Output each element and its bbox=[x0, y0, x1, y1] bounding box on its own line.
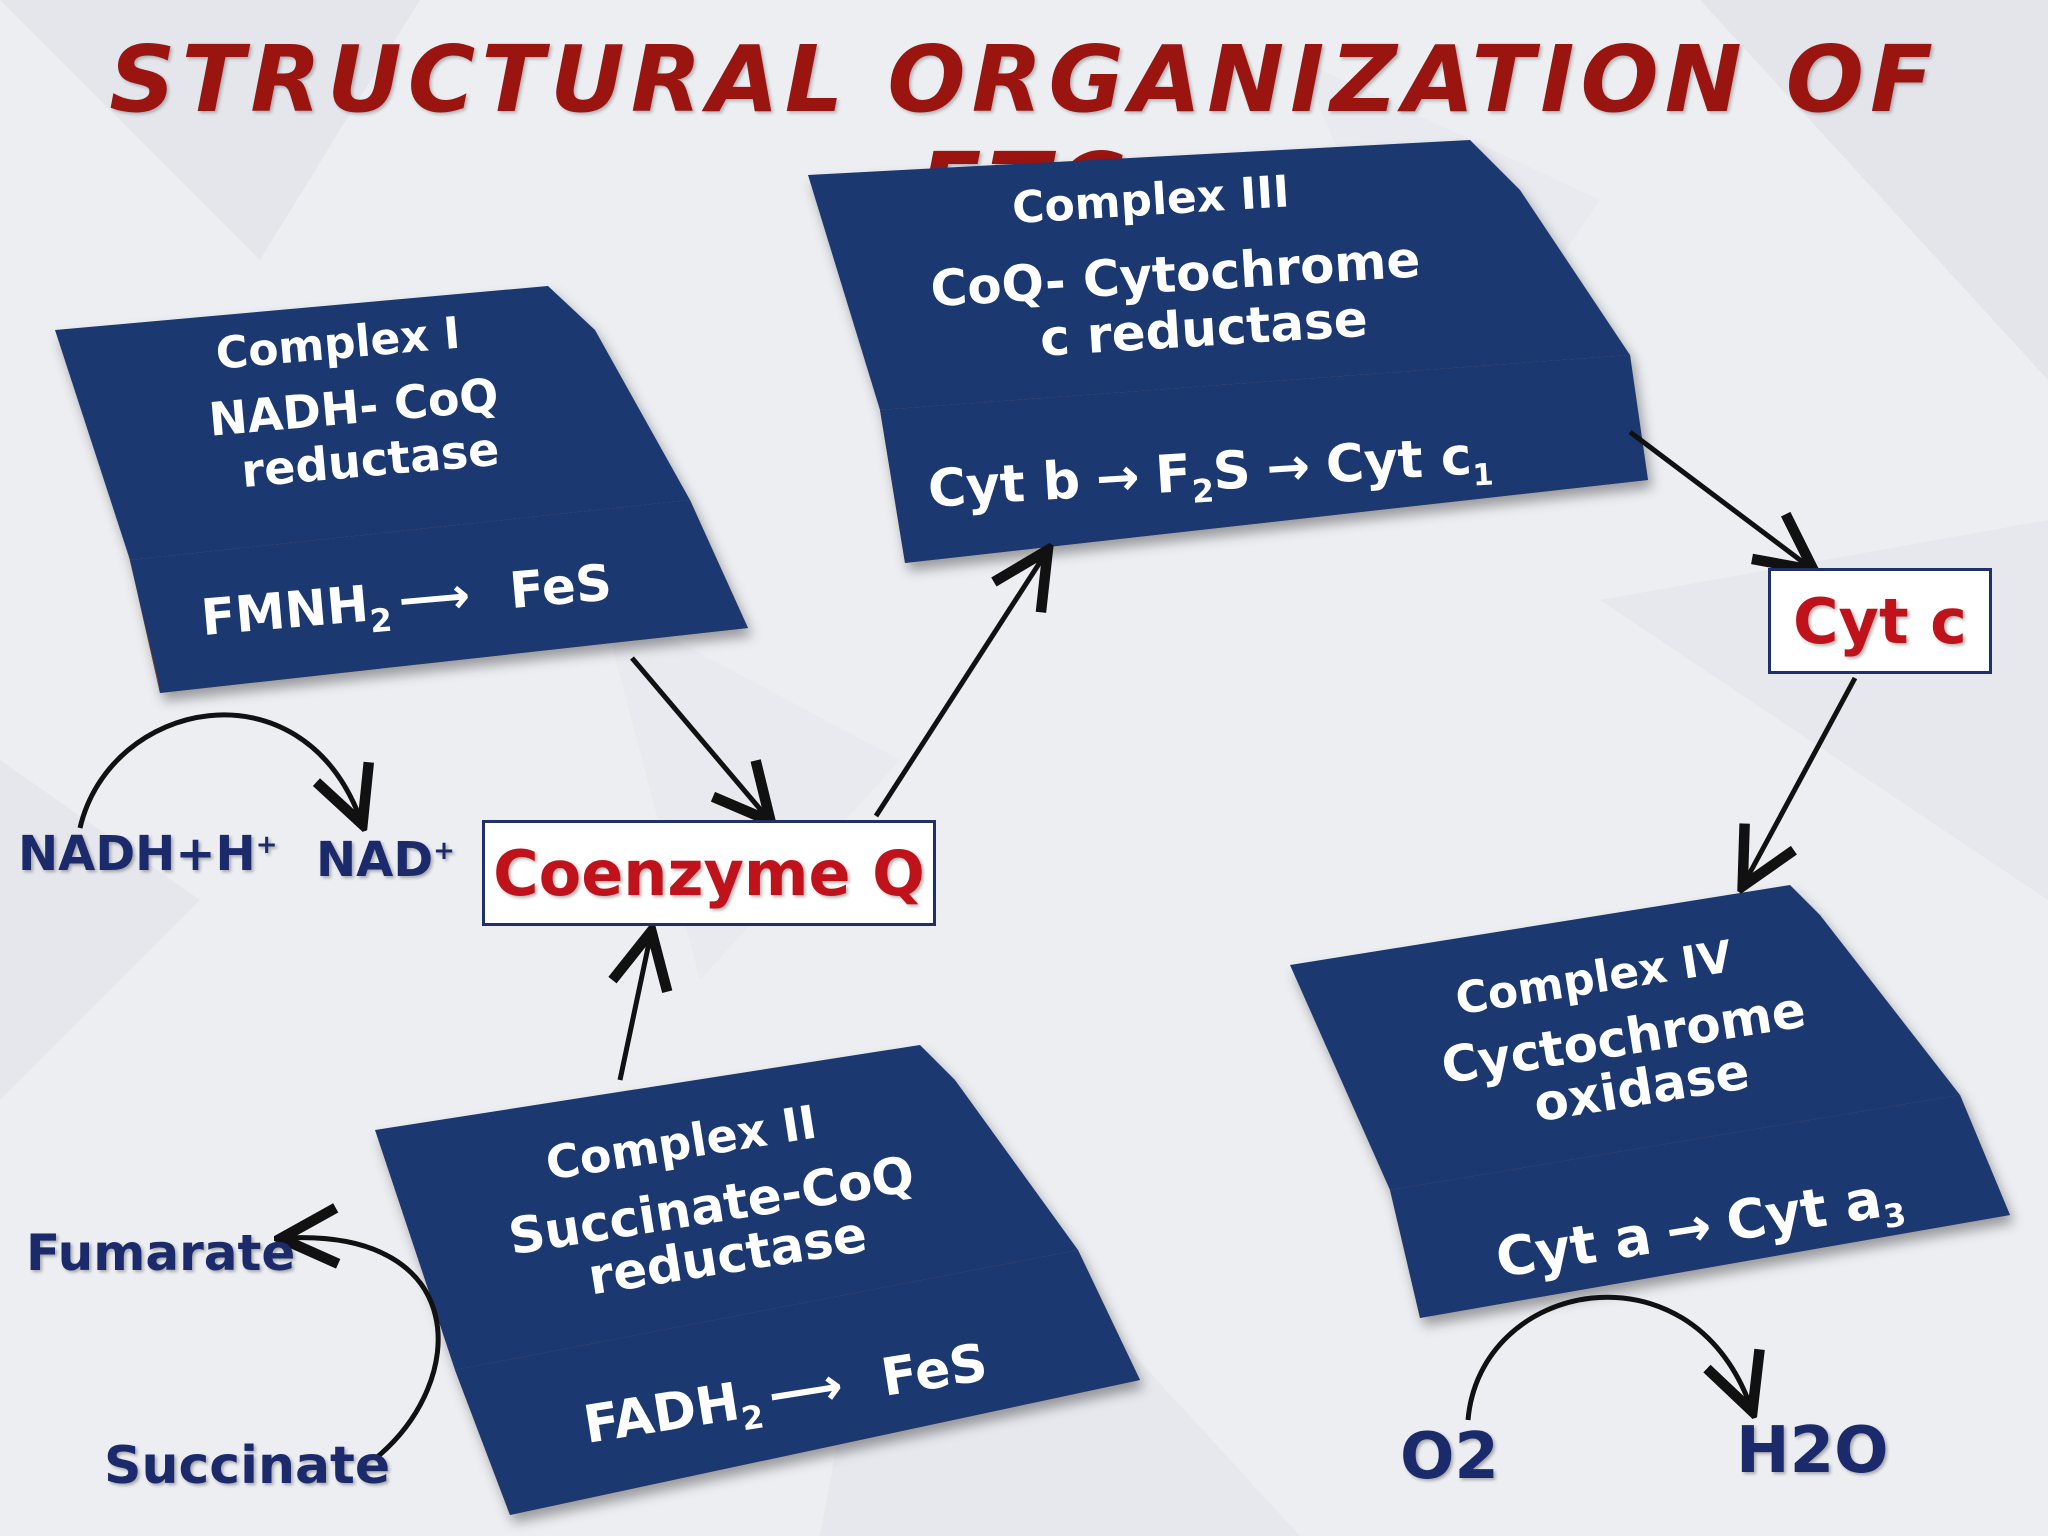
complex-4-card bbox=[1290, 885, 2010, 1318]
complex-4-chain-arrow: → bbox=[1661, 1194, 1716, 1263]
arrow-complex1-to-coq bbox=[630, 656, 766, 816]
complex-3-chain-arrow-1: → bbox=[1094, 447, 1141, 510]
complex-3-chain: Cyt b→F2S→Cyt c1 bbox=[926, 425, 1494, 526]
o2-label: O2 bbox=[1400, 1420, 1499, 1494]
complex-3-chain-c-sub: 1 bbox=[1472, 457, 1495, 493]
complex-2-card bbox=[375, 1045, 1140, 1515]
arrow-o2-to-h2o bbox=[1465, 1294, 1750, 1420]
complex-1-chain-start-sub: 2 bbox=[368, 601, 393, 641]
nad-label: NAD+ bbox=[316, 832, 455, 888]
complex-3-card bbox=[808, 140, 1648, 563]
fumarate-label: Fumarate bbox=[26, 1224, 296, 1282]
coenzyme-q-box: Coenzyme Q bbox=[482, 820, 936, 926]
arrow-complex3-to-cytc bbox=[1628, 430, 1808, 566]
complex-3-chain-arrow-2: → bbox=[1265, 437, 1312, 500]
complex-3-chain-b-rest: S bbox=[1211, 440, 1252, 502]
complex-2-chain-arrow: ⟶ bbox=[764, 1356, 847, 1427]
complex-3-chain-b: F bbox=[1154, 444, 1193, 506]
complex-1-card bbox=[55, 286, 748, 693]
arrow-complex2-to-coq bbox=[620, 938, 650, 1081]
complex-1-chain-arrow: ⟶ bbox=[396, 566, 472, 630]
arrow-coq-to-complex3 bbox=[873, 556, 1044, 818]
arrow-cytc-to-complex4 bbox=[1746, 676, 1858, 880]
h2o-label: H2O bbox=[1736, 1414, 1889, 1488]
coenzyme-q-label: Coenzyme Q bbox=[493, 836, 925, 910]
nad-charge: + bbox=[433, 836, 455, 866]
cyt-c-box: Cyt c bbox=[1768, 568, 1992, 674]
arrow-succinate-to-fumarate bbox=[288, 1238, 441, 1460]
nadh-label: NADH+H+ bbox=[18, 826, 278, 882]
complex-1-chain-end: FeS bbox=[507, 553, 614, 620]
complex-3-chain-c: Cyt c bbox=[1324, 427, 1473, 496]
complex-3-chain-b-sub: 2 bbox=[1191, 471, 1216, 510]
complex-3-chain-a: Cyt b bbox=[926, 451, 1082, 520]
cyt-c-label: Cyt c bbox=[1793, 584, 1967, 658]
succinate-label: Succinate bbox=[104, 1436, 391, 1496]
nadh-charge: + bbox=[255, 830, 278, 860]
arrow-nadh-to-nad bbox=[77, 712, 360, 828]
